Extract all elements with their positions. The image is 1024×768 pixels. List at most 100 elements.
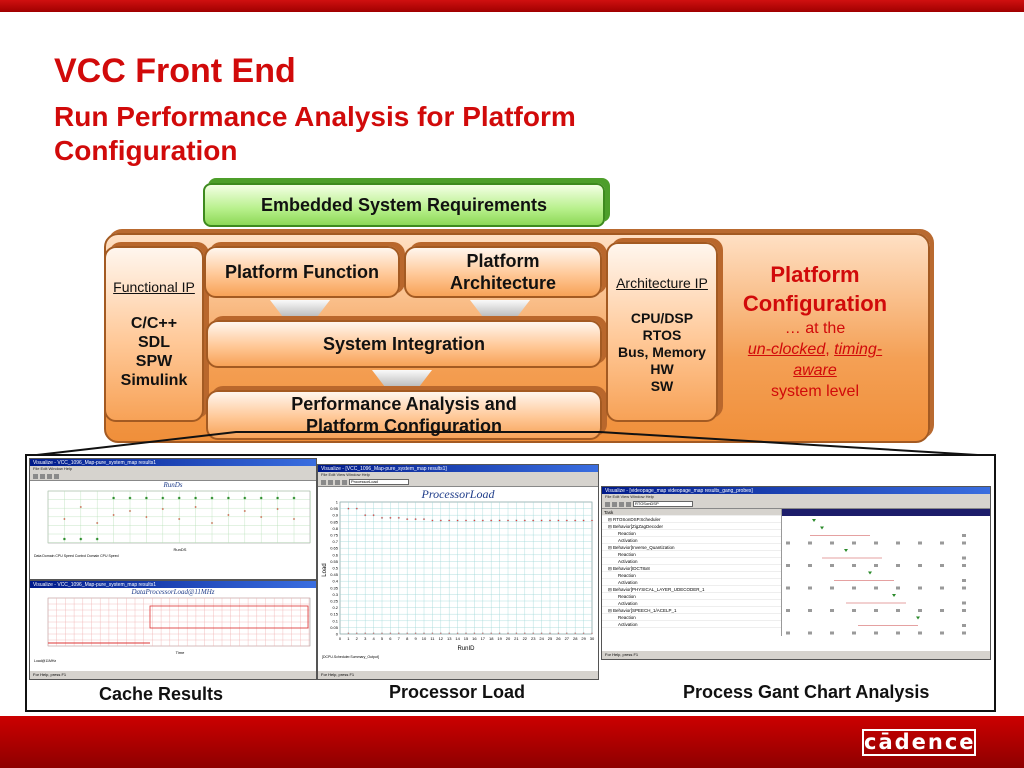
gantt-activation-mark [962, 631, 966, 635]
gantt-activation-mark [962, 541, 966, 545]
functional-ip-heading: Functional IP [113, 279, 195, 295]
print-icon[interactable] [335, 479, 340, 485]
x-tick-label: 13 [447, 636, 452, 641]
y-tick-label: 0.65 [330, 546, 339, 551]
cache-plot2-title: DataProcessorLoad@11MHz [131, 588, 215, 596]
gantt-task-row[interactable]: Activation [602, 579, 781, 586]
gantt-task-row[interactable]: ⊟ Behavior[Inverse_Quantization [602, 544, 781, 551]
x-tick-label: 22 [523, 636, 528, 641]
gantt-task-row[interactable]: ⊟ Behavior[PHYSICAL_LAYER_UDECODER_1 [602, 586, 781, 593]
gantt-task-row[interactable]: ⊟ RTOSonDSP.Scheduler [602, 516, 781, 523]
gantt-task-row[interactable]: ⊟ Behavior[SPEECH_1/ACELP_1 [602, 607, 781, 614]
processor-combo[interactable]: ProcessorLoad [349, 479, 409, 485]
gantt-activation-mark [830, 631, 834, 635]
gantt-activation-mark [962, 586, 966, 590]
series-point [79, 505, 82, 509]
platform-function-box: Platform Function [204, 246, 400, 298]
platform-configuration-line2: un-clocked, timing-aware [730, 339, 900, 381]
series-point [210, 496, 214, 500]
cache-window-toolbar [30, 472, 316, 481]
gantt-task-row[interactable]: Activation [602, 558, 781, 565]
processor-window-menu[interactable]: File Edit View Window Help [318, 472, 598, 478]
gantt-task-row[interactable]: Activation [602, 600, 781, 607]
gantt-activation-mark [830, 541, 834, 545]
y-tick-label: 0.45 [330, 572, 339, 577]
gantt-activation-mark [940, 631, 944, 635]
load-point [473, 519, 476, 522]
open-icon[interactable] [605, 501, 610, 507]
gantt-task-row[interactable]: ⊟ Behavior[ZigZagDecoder [602, 523, 781, 530]
load-point [481, 519, 484, 522]
top-accent-bar [0, 0, 1024, 12]
x-tick-label: 26 [556, 636, 561, 641]
gantt-combo[interactable]: RTOSonDSP [633, 501, 693, 507]
architecture-ip-item: SW [650, 378, 674, 394]
load-point [355, 507, 358, 510]
screenshots-frame: Visualize - VCC_1096_Map-pure_system_map… [25, 454, 996, 712]
gantt-task-row[interactable]: ⊟ Behavior[IDCT8x8 [602, 565, 781, 572]
y-tick-label: 0.4 [332, 579, 338, 584]
gantt-task-row[interactable]: Reaction [602, 593, 781, 600]
gantt-task-header: Task [602, 509, 781, 516]
x-tick-label: 4 [372, 636, 375, 641]
y-tick-label: 0.25 [330, 599, 339, 604]
x-tick-label: 30 [590, 636, 595, 641]
open-icon[interactable] [321, 479, 326, 485]
gantt-task-row[interactable]: Reaction [602, 551, 781, 558]
functional-ip-box: Functional IP C/C++ SDL SPW Simulink [104, 246, 204, 422]
open-icon[interactable] [33, 473, 38, 479]
load-point [540, 519, 543, 522]
gantt-marker [820, 526, 824, 530]
processor-window-titlebar[interactable]: Visualize - [VCC_1096_Map-pure_system_ma… [318, 465, 598, 472]
gantt-task-row[interactable]: Activation [602, 537, 781, 544]
y-tick-label: 0.8 [332, 526, 338, 531]
gantt-task-row[interactable]: Reaction [602, 614, 781, 621]
requirements-label: Embedded System Requirements [260, 195, 548, 215]
bottom-bar [0, 716, 1024, 768]
gantt-activation-mark [808, 586, 812, 590]
cache-window-title: Visualize - VCC_1096_Map-pure_system_map… [33, 459, 157, 466]
zoom-icon[interactable] [54, 473, 59, 479]
load-point [523, 519, 526, 522]
gantt-marker [812, 519, 816, 522]
gantt-marker [916, 616, 920, 620]
zero-point [465, 632, 467, 635]
architecture-ip-item: CPU/DSP [630, 310, 694, 326]
gantt-marker [892, 594, 896, 597]
gantt-window-menu[interactable]: File Edit View Window Help [602, 494, 990, 500]
y-tick-label: 0.6 [332, 552, 338, 557]
x-tick-label: 1 [347, 636, 350, 641]
caption-processor-load: Processor Load [389, 682, 526, 702]
print-icon[interactable] [47, 473, 52, 479]
zoom-icon[interactable] [626, 501, 631, 507]
cache-window-titlebar[interactable]: Visualize - VCC_1096_Map-pure_system_map… [30, 459, 316, 466]
zero-point [456, 632, 459, 635]
series-point [292, 517, 296, 521]
zoom-icon[interactable] [342, 479, 347, 485]
gantt-task-row[interactable]: Reaction [602, 530, 781, 537]
gantt-activation-mark [940, 586, 944, 590]
x-tick-label: 25 [548, 636, 553, 641]
gantt-task-row[interactable]: Reaction [602, 572, 781, 579]
cache-window-menu[interactable]: File Edit Window Help [30, 466, 316, 472]
gantt-activation-mark [874, 541, 878, 545]
series-point [260, 515, 263, 519]
cache-load-titlebar[interactable]: Visualize - VCC_1096_Map-pure_system_map… [30, 581, 316, 588]
series-point [292, 496, 296, 500]
save-icon[interactable] [328, 479, 333, 485]
gantt-task-row[interactable]: Activation [602, 621, 781, 628]
platform-configuration-line3: system level [770, 383, 860, 400]
zero-point [557, 632, 560, 635]
processor-window-title: Visualize - [VCC_1096_Map-pure_system_ma… [321, 465, 447, 472]
load-point [565, 519, 568, 522]
load-point [574, 519, 577, 522]
processor-status-bar: For Help, press F1 [318, 671, 598, 679]
series-point [161, 507, 164, 511]
arrow-down-architecture [470, 300, 530, 322]
x-tick-label: 18 [489, 636, 494, 641]
load-point [464, 519, 468, 522]
save-icon[interactable] [612, 501, 617, 507]
gantt-window-titlebar[interactable]: Visualize - [videopage_map videopage_map… [602, 487, 990, 494]
save-icon[interactable] [40, 473, 45, 479]
print-icon[interactable] [619, 501, 624, 507]
